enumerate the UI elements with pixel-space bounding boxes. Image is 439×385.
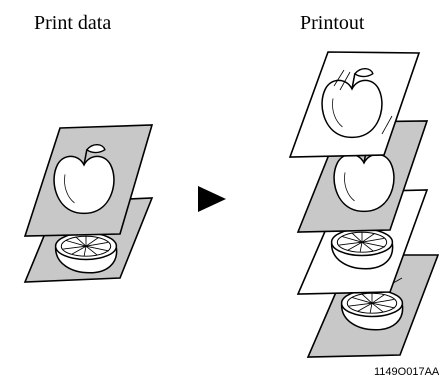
print-data-apple-sheet (23, 124, 154, 237)
printout-sheet-2 (296, 120, 429, 233)
printout-title: Printout (300, 12, 365, 34)
figure-code: 1149O017AA (374, 366, 439, 378)
print-data-title: Print data (34, 12, 112, 34)
printout-sheet-1 (288, 51, 421, 158)
arrow-right-icon (198, 186, 226, 212)
